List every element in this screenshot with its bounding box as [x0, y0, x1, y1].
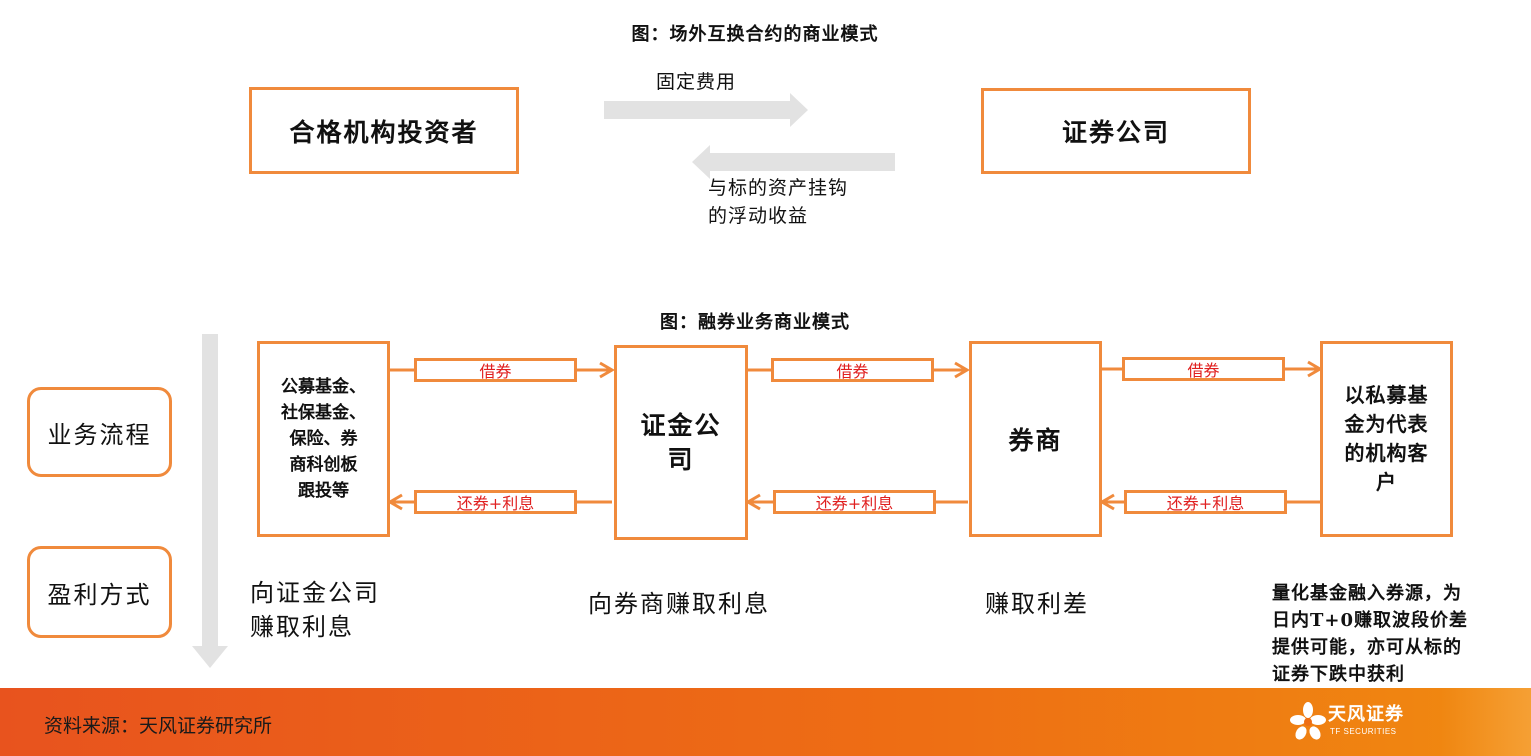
footer-decoration — [1440, 688, 1531, 756]
clients-profit-line1: 量化基金融入券源，为 — [1272, 583, 1462, 604]
clients-box-line: 以私募基 — [1344, 383, 1429, 407]
source-text: 资料来源：天风证券研究所 — [44, 716, 273, 737]
fixed-fee-label: 固定费用 — [656, 71, 737, 93]
broker-box: 券商 — [969, 341, 1102, 537]
clients-profit-line3: 提供可能，亦可从标的 — [1272, 637, 1462, 658]
clients-box-line: 户 — [1376, 470, 1397, 494]
vertical-flow-arrow — [192, 334, 228, 668]
repay-label-1: 还券+利息 — [414, 490, 577, 514]
logo-sub: TF SECURITIES — [1330, 727, 1397, 736]
swap-arrows-layer — [604, 93, 895, 179]
clients-box-line: 的机构客 — [1344, 441, 1429, 465]
fixed-fee-arrow — [604, 93, 808, 127]
profit-row-label: 盈利方式 — [27, 546, 172, 638]
funds-box-line: 社保基金、 — [281, 403, 366, 423]
tf-flower-logo-icon — [1290, 702, 1326, 740]
funds-box: 公募基金、 社保基金、 保险、券 商科创板 跟投等 — [257, 341, 390, 537]
floating-return-label-line2: 的浮动收益 — [708, 205, 809, 227]
csf-box-line: 司 — [667, 444, 695, 474]
lend-label-3: 借券 — [1122, 357, 1285, 381]
clients-box: 以私募基 金为代表 的机构客 户 — [1320, 341, 1453, 537]
funds-profit-line2: 赚取利息 — [250, 613, 354, 641]
funds-box-line: 跟投等 — [298, 481, 349, 501]
lend-label-2: 借券 — [771, 358, 934, 382]
csf-box-line: 证金公 — [640, 410, 722, 440]
diagram1-title: 图：场外互换合约的商业模式 — [631, 24, 879, 45]
floating-return-label-line1: 与标的资产挂钩 — [708, 177, 849, 199]
clients-box-line: 金为代表 — [1344, 412, 1429, 436]
clients-profit-line2: 日内T+0赚取波段价差 — [1272, 610, 1469, 631]
repay-label-3: 还券+利息 — [1124, 490, 1287, 514]
process-row-label: 业务流程 — [27, 387, 172, 477]
clients-profit-line4: 证券下跌中获利 — [1272, 664, 1405, 685]
funds-box-line: 公募基金、 — [281, 377, 366, 397]
securities-company-box: 证券公司 — [981, 88, 1251, 174]
lend-label-1: 借券 — [414, 358, 577, 382]
broker-profit: 赚取利差 — [985, 590, 1089, 618]
qualified-investor-box: 合格机构投资者 — [249, 87, 519, 174]
funds-profit-line1: 向证金公司 — [250, 579, 380, 607]
funds-box-line: 保险、券 — [289, 429, 358, 449]
diagram2-title: 图：融券业务商业模式 — [660, 312, 850, 333]
funds-box-line: 商科创板 — [289, 455, 358, 475]
repay-label-2: 还券+利息 — [773, 490, 936, 514]
logo-name: 天风证券 — [1328, 704, 1404, 724]
floating-return-arrow — [692, 145, 895, 179]
csf-box: 证金公 司 — [614, 345, 748, 540]
csf-profit: 向券商赚取利息 — [588, 590, 770, 618]
footer-bar: 资料来源：天风证券研究所 天风证券 TF SECURITIES — [0, 688, 1531, 756]
